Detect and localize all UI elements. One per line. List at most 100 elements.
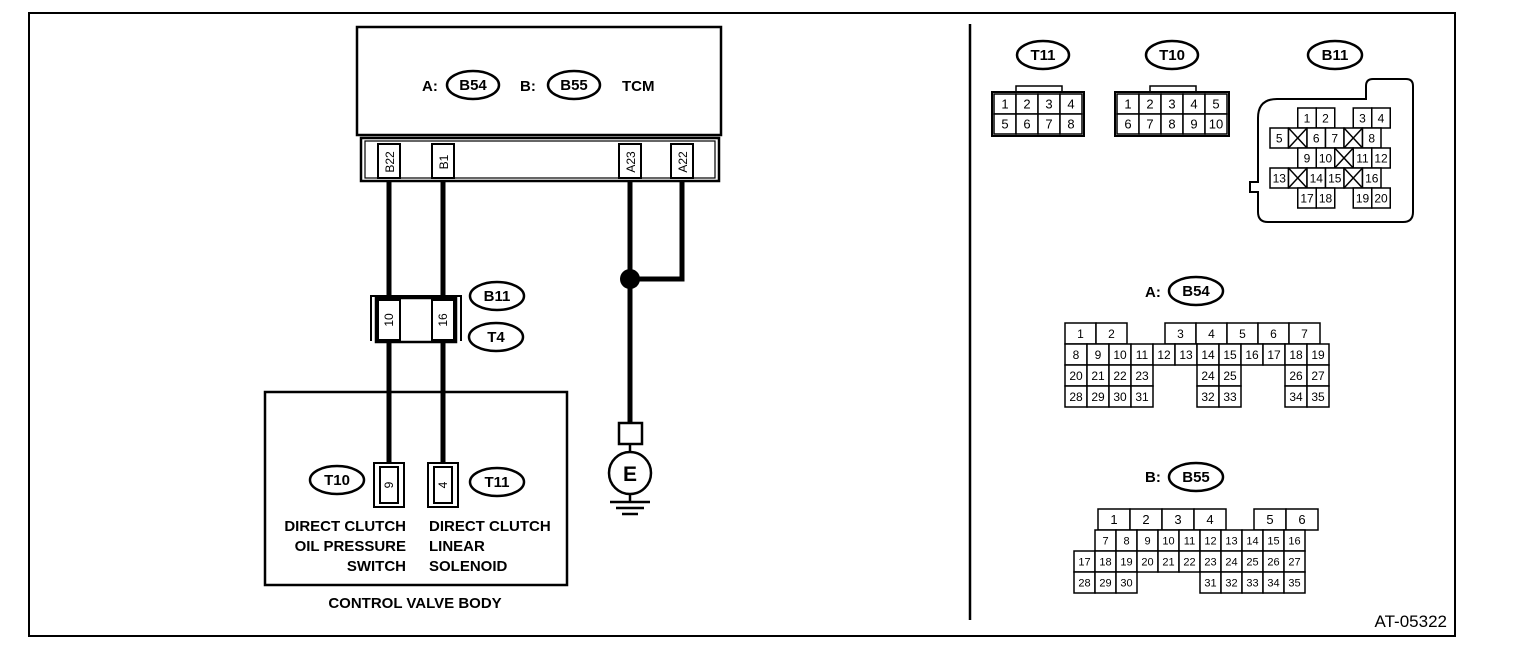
switch-label-line2: OIL PRESSURE [295, 538, 406, 555]
t11-pin-label: 2 [1023, 97, 1030, 112]
b54-pin-label: 33 [1223, 390, 1237, 404]
b11-pin-label: 20 [1374, 191, 1388, 205]
solenoid-label-line3: SOLENOID [429, 558, 508, 575]
b54-pin-label: 30 [1113, 390, 1127, 404]
b55-prefix: B: [1145, 469, 1161, 486]
b55-pin-label: 16 [1288, 535, 1300, 547]
ground-label: E [623, 463, 637, 486]
b11-pin-label: 6 [1313, 131, 1320, 145]
tcm-terminal-a23: A23 [618, 143, 642, 179]
b11-pin-label: 13 [1273, 171, 1287, 185]
b55-pin-label: 2 [1142, 512, 1149, 527]
b54-pin-label: 27 [1311, 369, 1325, 383]
b11-pin-label: 10 [1319, 151, 1333, 165]
b55-pin-label: 17 [1078, 556, 1090, 568]
b54-pin-label: 19 [1311, 348, 1325, 362]
b55-pin-label: 32 [1225, 577, 1237, 589]
t11-pin-label: 1 [1001, 97, 1008, 112]
b55-pin-label: 11 [1184, 535, 1195, 547]
b11-cell [1371, 187, 1391, 209]
t10-pin-label: 3 [1168, 97, 1175, 112]
svg-text:A22: A22 [676, 151, 690, 173]
b11-pin-label: 7 [1331, 131, 1338, 145]
t11-pin-label: 7 [1045, 117, 1052, 132]
t11-pin-label: 8 [1067, 117, 1074, 132]
t10-label: T10 [1159, 47, 1185, 64]
b54-pin-label: 11 [1136, 348, 1149, 362]
wires [386, 181, 685, 465]
harness-id-top: B11 [484, 288, 511, 305]
b55-pin-label: 6 [1298, 512, 1305, 527]
b11-blank-mark [1287, 167, 1308, 189]
b55-pin-label: 7 [1102, 535, 1108, 547]
b55-pin-label: 26 [1267, 556, 1279, 568]
b54-label: B54 [1182, 283, 1210, 300]
b54-pin-label: 10 [1113, 348, 1127, 362]
b11-pin-label: 19 [1356, 191, 1370, 205]
b11-blank-mark [1287, 127, 1308, 149]
t11-pin-label: 4 [1067, 97, 1074, 112]
b55-pin-label: 20 [1141, 556, 1153, 568]
b54-pin-label: 22 [1113, 369, 1127, 383]
b54-pin-label: 13 [1179, 348, 1193, 362]
b54-pin-label: 12 [1157, 348, 1171, 362]
b54-pin-label: 29 [1091, 390, 1105, 404]
tcm-module: A: B54 B: B55 TCM [355, 25, 723, 137]
switch-connector-id: T10 [324, 472, 350, 489]
t11-pin-label: 3 [1045, 97, 1052, 112]
b11-pin-label: 11 [1356, 151, 1369, 165]
b11-blank-mark [1334, 147, 1354, 169]
solenoid-label-line1: DIRECT CLUTCH [429, 518, 551, 535]
t10-cell [1204, 113, 1228, 135]
b55-pin-label: 29 [1099, 577, 1111, 589]
tcm-terminal-strip: B22 B1 A23 A22 [359, 136, 721, 183]
b11-label: B11 [1322, 47, 1349, 64]
harness-pin-10: 10 [382, 313, 396, 327]
b11-pin-label: 5 [1276, 131, 1283, 145]
b55-label: B55 [1182, 469, 1210, 486]
b54-pin-label: 34 [1289, 390, 1303, 404]
b55-pin-label: 30 [1120, 577, 1132, 589]
b11-pin-label: 17 [1300, 191, 1314, 205]
t10-pin-label: 7 [1146, 117, 1153, 132]
b55-pin-label: 24 [1225, 556, 1237, 568]
svg-text:A23: A23 [624, 151, 638, 173]
tcm-terminal-b22: B22 [377, 143, 401, 179]
b54-pin-label: 35 [1311, 390, 1325, 404]
b55-pin-label: 8 [1123, 535, 1129, 547]
b11-blank-mark [1343, 167, 1364, 189]
b55-pin-label: 12 [1204, 535, 1216, 547]
b54-pin-label: 24 [1201, 369, 1215, 383]
b11-pin-label: 2 [1322, 111, 1329, 125]
t10-pin-label: 5 [1212, 97, 1219, 112]
b54-pin-label: 7 [1301, 327, 1308, 341]
tcm-terminal-b1: B1 [431, 143, 455, 179]
b55-pin-label: 31 [1204, 577, 1216, 589]
tcm-connector-a: B54 [459, 77, 487, 94]
b55-pin-label: 9 [1144, 535, 1150, 547]
b54-prefix: A: [1145, 284, 1161, 301]
b55-pin-label: 19 [1120, 556, 1132, 568]
b55-pin-label: 15 [1267, 535, 1279, 547]
b54-pin-label: 21 [1091, 369, 1105, 383]
b54-pin-label: 18 [1289, 348, 1303, 362]
b54-pin-label: 23 [1135, 369, 1149, 383]
b54-pin-label: 6 [1270, 327, 1277, 341]
solenoid-label-line2: LINEAR [429, 538, 485, 555]
b54-pin-label: 16 [1245, 348, 1259, 362]
tcm-a-prefix: A: [422, 78, 438, 95]
b11-pin-label: 9 [1304, 151, 1311, 165]
b55-pin-label: 22 [1183, 556, 1195, 568]
solenoid-pin: 4 [436, 481, 450, 488]
b55-pin-label: 13 [1225, 535, 1237, 547]
t11-pin-label: 5 [1001, 117, 1008, 132]
b54-cell [1306, 385, 1330, 408]
b54-cell [1218, 385, 1242, 408]
b55-cell [1115, 571, 1138, 594]
b55-pin-label: 10 [1162, 535, 1174, 547]
b55-pin-label: 25 [1246, 556, 1258, 568]
